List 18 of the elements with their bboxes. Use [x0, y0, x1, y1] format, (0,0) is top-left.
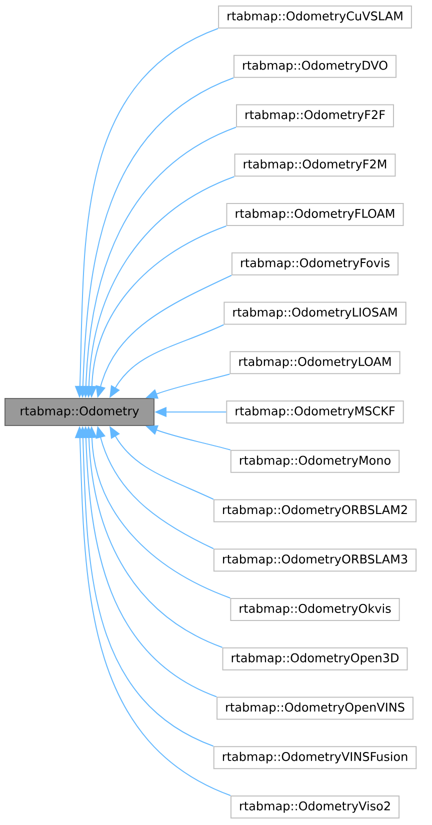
class-box: rtabmap::OdometryFovis [231, 252, 399, 276]
class-box: rtabmap::Odometry [4, 398, 154, 426]
class-box: rtabmap::OdometryViso2 [230, 796, 400, 818]
class-box: rtabmap::OdometryCuVSLAM [218, 6, 412, 28]
class-box: rtabmap::OdometryMSCKF [226, 400, 404, 424]
class-box: rtabmap::OdometryF2F [236, 104, 394, 128]
class-box: rtabmap::OdometryLIOSAM [224, 302, 406, 325]
class-box: rtabmap::OdometryF2M [234, 154, 396, 177]
class-box: rtabmap::OdometryFLOAM [226, 203, 404, 226]
class-box: rtabmap::OdometryDVO [233, 54, 397, 78]
class-box: rtabmap::OdometryOpenVINS [216, 696, 414, 720]
class-box: rtabmap::OdometryLOAM [230, 351, 400, 374]
class-box: rtabmap::OdometryORBSLAM3 [213, 548, 417, 572]
class-box: rtabmap::OdometryOkvis [230, 598, 400, 621]
class-box: rtabmap::OdometryORBSLAM2 [213, 499, 417, 522]
class-box: rtabmap::OdometryVINSFusion [213, 746, 417, 770]
class-box: rtabmap::OdometryOpen3D [222, 647, 408, 670]
class-box: rtabmap::OdometryMono [230, 450, 400, 473]
